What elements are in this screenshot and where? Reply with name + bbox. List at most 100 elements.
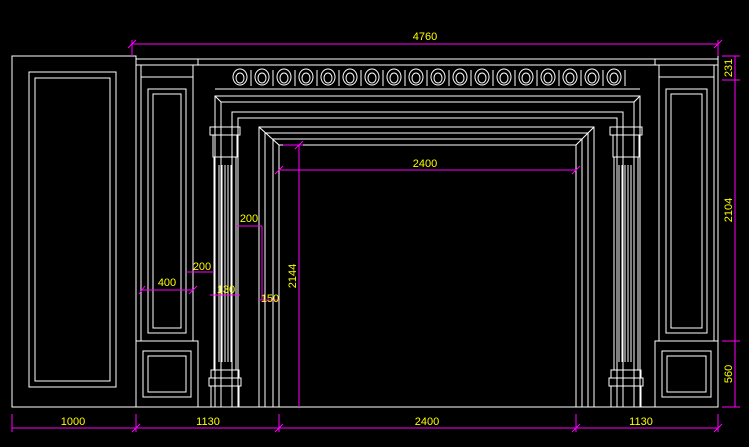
dim-400-tick-right (188, 285, 198, 295)
arch-miter-tr (633, 95, 641, 103)
frieze-egg (496, 68, 512, 86)
left-pilaster-panel-outer (147, 88, 187, 334)
right-column-plinth (610, 385, 642, 408)
left-pilaster (140, 76, 194, 342)
frieze-egg (518, 68, 534, 86)
dim-400-tick-left (138, 285, 146, 295)
dim-panel-width-label: 400 (158, 277, 176, 289)
right-column-base-1 (610, 369, 642, 379)
cornice-cap-right-lower (658, 64, 715, 78)
dim-bottom-tick-3 (274, 423, 284, 433)
dim-column-width-label: 200 (240, 213, 258, 225)
dim-pilaster-height-label: 2104 (723, 198, 735, 222)
dim-bottom-tick-5 (713, 423, 723, 433)
frieze-egg (254, 68, 270, 86)
left-pilaster-panel-inner (152, 93, 182, 329)
opening-frame-4 (278, 144, 577, 407)
frieze-egg (232, 68, 248, 86)
frieze-egg (408, 68, 424, 86)
arch-frame-2 (220, 101, 635, 407)
frieze-egg-inner (389, 72, 399, 84)
frieze-egg-inner (543, 72, 553, 84)
arch-frame-1 (214, 95, 641, 407)
dim-opening-tick-left (274, 165, 284, 175)
frieze-egg-inner (477, 72, 487, 84)
right-base-panel-outer (661, 350, 712, 398)
frieze-egg (540, 68, 556, 86)
dim-cornice-label: 231 (723, 59, 735, 77)
left-wall-panel-frame (28, 71, 117, 388)
right-column-base-2 (608, 377, 644, 387)
cornice-cap-left-lower (140, 64, 194, 78)
frieze-egg (584, 68, 600, 86)
frieze-egg-inner (257, 72, 267, 84)
dim-opening-tick-right (571, 165, 581, 175)
frieze-egg (452, 68, 468, 86)
left-wall-panel-inner (34, 77, 111, 382)
frieze-egg-inner (367, 72, 377, 84)
left-base-panel-outer (142, 350, 192, 398)
frieze-egg-inner (455, 72, 465, 84)
frieze-egg-inner (279, 72, 289, 84)
dim-total-width-label: 4760 (413, 31, 437, 43)
frieze-egg-inner (521, 72, 531, 84)
frieze-egg-inner (433, 72, 443, 84)
frieze-egg-inner (345, 72, 355, 84)
dim-trim-150-label: 150 (261, 293, 279, 305)
dim-top-tick-left (127, 39, 137, 49)
left-base-panel-inner (147, 355, 187, 393)
frieze-egg (298, 68, 314, 86)
opening-miter-tr (575, 126, 595, 146)
arch-frame-4 (237, 117, 618, 407)
frieze-egg-inner (411, 72, 421, 84)
arch-frame-3 (231, 111, 624, 407)
dim-bottom-tick-2 (131, 423, 141, 433)
dim-opening-height-tick (294, 140, 304, 150)
dim-trim-130-label: 130 (217, 284, 235, 296)
frieze-egg-inner (609, 72, 619, 84)
frieze-egg (562, 68, 578, 86)
dim-bottom-tick-4 (571, 423, 581, 433)
opening-frame-2 (264, 132, 589, 407)
frieze-egg-inner (235, 72, 245, 84)
cornice-cap-left (135, 58, 199, 66)
frieze-egg-inner (499, 72, 509, 84)
dim-base-height-label: 560 (723, 365, 735, 383)
dim-bottom-mid-left-label: 1130 (196, 416, 220, 428)
dim-opening-width-label: 2400 (413, 158, 437, 170)
frieze-egg (276, 68, 292, 86)
right-column-capital-top (609, 126, 643, 136)
frieze-egg-inner (323, 72, 333, 84)
frieze-egg (430, 68, 446, 86)
dimension-labels: 4760 2400 2144 200 200 400 130 150 231 2… (61, 31, 735, 428)
left-column-base-2 (208, 377, 242, 387)
dim-top-tick-right (713, 39, 723, 49)
dim-bottom-center-label: 2400 (415, 416, 439, 428)
dim-trim-200-label: 200 (193, 261, 211, 273)
left-wall-panel-outer (11, 55, 137, 408)
frieze-egg (342, 68, 358, 86)
frieze-egg (364, 68, 380, 86)
frieze-egg-inner (565, 72, 575, 84)
left-column-capital (212, 134, 238, 158)
dimension-lines (11, 39, 740, 433)
frieze-egg-inner (301, 72, 311, 84)
dim-bottom-mid-right-label: 1130 (629, 416, 653, 428)
frieze-egg (386, 68, 402, 86)
frieze-egg-inner (587, 72, 597, 84)
frieze-egg (606, 68, 622, 86)
arch-miter-tl (214, 95, 222, 103)
opening-frame-1 (258, 126, 595, 407)
frieze-egg (320, 68, 336, 86)
right-pilaster (658, 76, 715, 342)
opening-miter-tl (258, 126, 280, 146)
linework (11, 55, 719, 408)
egg-and-dart-frieze (232, 68, 626, 86)
right-base-panel-inner (666, 355, 707, 393)
opening-frame-3 (272, 138, 583, 407)
right-pilaster-panel-inner (670, 93, 703, 329)
frieze-egg (474, 68, 490, 86)
dim-bottom-left-label: 1000 (61, 416, 85, 428)
